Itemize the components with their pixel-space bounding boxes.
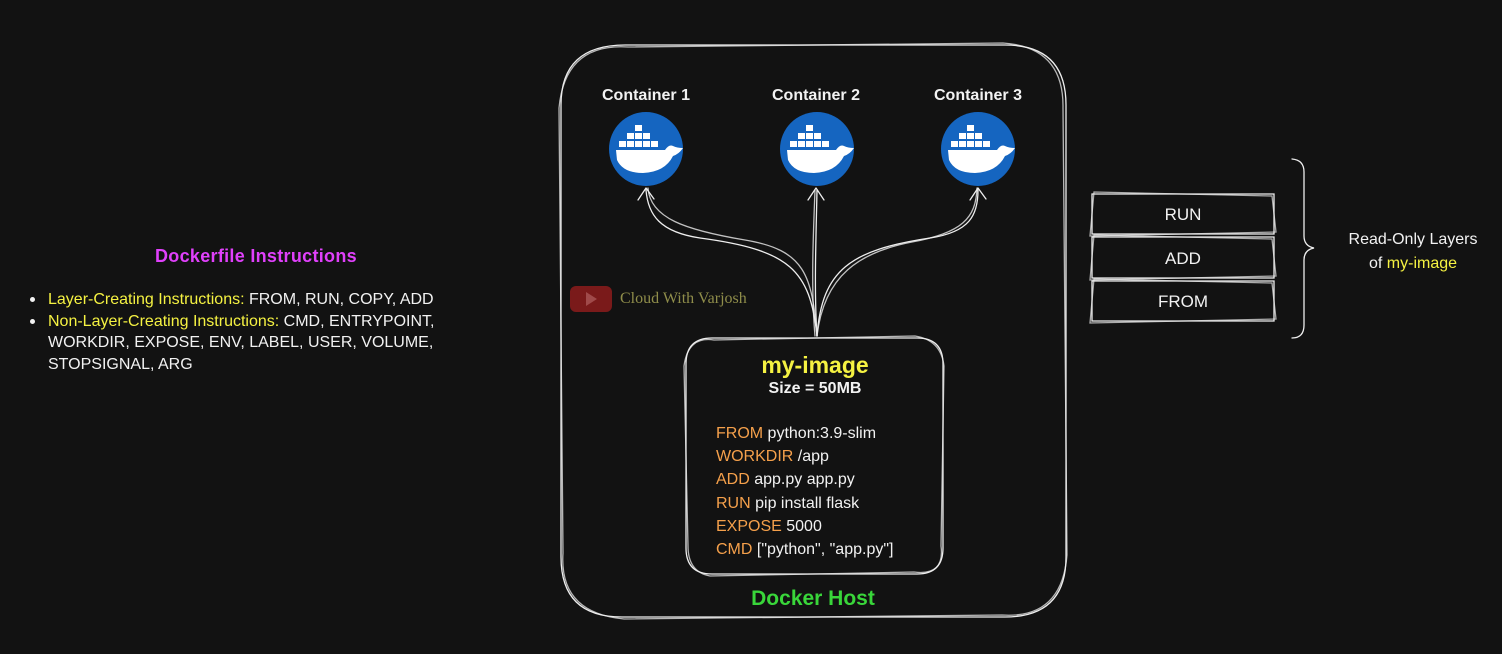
image-name: my-image: [761, 352, 869, 378]
list-item-value: CMD, ENTRYPOINT,: [279, 312, 435, 330]
layer-boxes: [1089, 191, 1277, 324]
container-label-3: Container 3: [933, 87, 1022, 104]
dockerfile-line: WORKDIR /app: [716, 445, 893, 468]
dockerfile-keyword: FROM: [716, 425, 764, 442]
layer-add: ADD: [1165, 249, 1201, 268]
docker-whale-icon: [607, 110, 685, 188]
layers-description-line1: Read-Only Layers: [1348, 231, 1478, 248]
list-item-continuation: WORKDIR, EXPOSE, ENV, LABEL, USER, VOLUM…: [48, 334, 434, 351]
dockerfile-line: ADD app.py app.py: [716, 468, 893, 491]
layer-from: FROM: [1157, 292, 1209, 311]
dockerfile-line: FROM python:3.9-slim: [716, 422, 893, 445]
container-label-1: Container 1: [601, 87, 690, 104]
dockerfile-line: EXPOSE 5000: [716, 515, 893, 538]
dockerfile-keyword: CMD: [716, 541, 753, 559]
list-item-value: FROM, RUN, COPY, ADD: [244, 291, 434, 308]
dockerfile-arg: app.py app.py: [749, 471, 855, 489]
layers-brace: [1291, 158, 1315, 339]
image-size: Size = 50MB: [768, 380, 862, 397]
dockerfile-keyword: ADD: [716, 471, 750, 489]
container-label-2: Container 2: [771, 87, 860, 104]
dockerfile-line: CMD ["python", "app.py"]: [716, 538, 893, 561]
docker-host-outline: [560, 44, 1067, 618]
dockerfile-arg: 5000: [781, 517, 822, 535]
dockerfile-arg: python:3.9-slim: [763, 425, 877, 442]
list-item-continuation: STOPSIGNAL, ARG: [48, 355, 193, 373]
dockerfile-line: RUN pip install flask: [716, 492, 893, 515]
layers-description-image: my-image: [1386, 255, 1458, 272]
list-item-label: Non-Layer-Creating Instructions:: [48, 312, 280, 330]
arrows: [637, 187, 987, 337]
list-item-label: Layer-Creating Instructions:: [48, 291, 245, 308]
dockerfile-arg: /app: [793, 448, 829, 466]
dockerfile-listing: FROM python:3.9-slim WORKDIR /app ADD ap…: [716, 422, 893, 561]
dockerfile-arg: pip install flask: [750, 494, 860, 512]
layers-description-line2: of my-image: [1368, 255, 1458, 272]
layers-description: Read-Only Layers of my-image: [1308, 228, 1502, 276]
play-icon: [570, 286, 612, 312]
dockerfile-keyword: WORKDIR: [716, 448, 794, 466]
layer-run: RUN: [1164, 205, 1202, 224]
watermark: Cloud With Varjosh: [570, 286, 747, 312]
docker-host-label: Docker Host: [751, 587, 875, 610]
docker-whale-icon: [939, 110, 1017, 188]
instructions-title: Dockerfile Instructions: [155, 246, 357, 266]
docker-whale-icon: [778, 110, 856, 188]
dockerfile-arg: ["python", "app.py"]: [752, 541, 894, 559]
instructions-list: Layer-Creating Instructions: FROM, RUN, …: [26, 289, 546, 375]
dockerfile-keyword: RUN: [716, 494, 751, 512]
dockerfile-keyword: EXPOSE: [716, 517, 782, 535]
list-item: Non-Layer-Creating Instructions: CMD, EN…: [26, 311, 546, 376]
watermark-text: Cloud With Varjosh: [620, 290, 747, 307]
list-item: Layer-Creating Instructions: FROM, RUN, …: [26, 289, 546, 311]
